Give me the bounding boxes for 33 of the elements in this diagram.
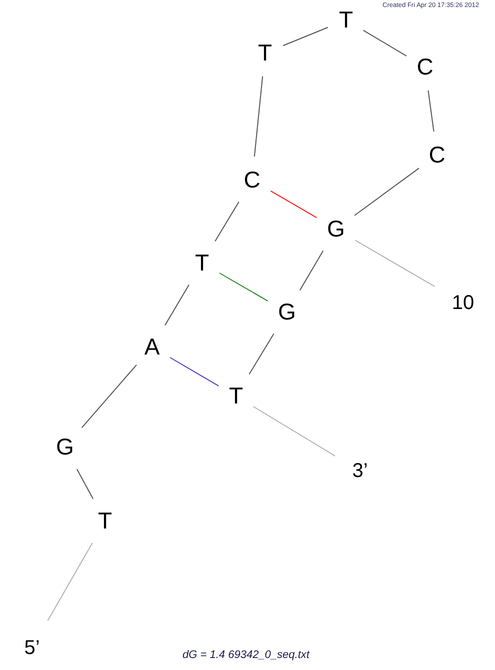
- strand-end-label: 3’: [352, 461, 368, 481]
- backbone-line: [81, 364, 137, 428]
- backbone-line: [299, 250, 324, 291]
- nucleotide-letter: C: [244, 168, 260, 192]
- backbone-line: [282, 26, 328, 46]
- backbone-line: [76, 468, 94, 500]
- base-pair-line: [270, 190, 318, 218]
- backbone-line: [164, 284, 190, 326]
- nucleotide-letter: T: [338, 8, 354, 32]
- leader-line: [354, 240, 436, 287]
- strand-end-label: 5’: [24, 638, 40, 658]
- backbone-line: [254, 76, 264, 158]
- position-number: 10: [452, 293, 474, 313]
- leader-line: [252, 406, 336, 456]
- nucleotide-letter: T: [258, 42, 272, 64]
- backbone-line: [214, 201, 240, 242]
- nucleotide-letter: A: [144, 336, 160, 358]
- backbone-line: [248, 333, 274, 375]
- base-pair-line: [170, 357, 220, 386]
- nucleotide-letter: T: [98, 510, 112, 532]
- base-pair-line: [218, 272, 268, 302]
- caption: dG = 1.4 69342_0_seq.txt: [182, 650, 310, 661]
- backbone-line: [428, 90, 434, 132]
- backbone-line: [362, 30, 407, 56]
- backbone-line: [354, 168, 420, 216]
- nucleotide-letter: T: [228, 384, 244, 408]
- nucleotide-letter: C: [428, 144, 446, 166]
- nucleotide-letter: G: [56, 436, 74, 458]
- leader-line: [47, 542, 93, 622]
- nucleotide-letter: T: [194, 252, 210, 274]
- nucleotide-letter: G: [278, 300, 296, 324]
- nucleotide-letter: G: [327, 218, 345, 240]
- nucleotide-letter: C: [416, 56, 434, 78]
